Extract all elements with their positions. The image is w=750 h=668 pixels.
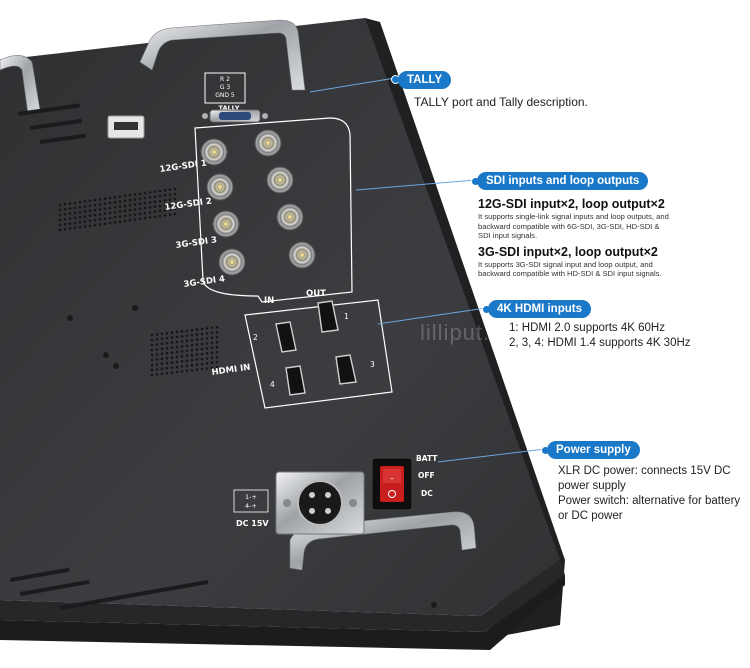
xlr-dc-connector bbox=[275, 471, 365, 535]
xlr-pinout-1: 1-+ bbox=[245, 493, 257, 501]
power-line-2: power supply bbox=[558, 480, 626, 492]
tally-pin-2: G 3 bbox=[220, 84, 231, 91]
usb-port bbox=[107, 115, 145, 139]
hdmi-port-1-label: 1 bbox=[344, 312, 349, 321]
bnc-in-3 bbox=[212, 210, 240, 238]
callout-leader-lines bbox=[309, 77, 546, 463]
bnc-in-1 bbox=[200, 138, 228, 166]
hdmi-ports bbox=[275, 300, 357, 396]
sdi-description: 12G-SDI input×2, loop output×2 It suppor… bbox=[478, 196, 718, 279]
power-switch: – bbox=[371, 457, 413, 511]
power-description: XLR DC power: connects 15V DC power supp… bbox=[558, 464, 740, 524]
power-off-label: OFF bbox=[418, 471, 435, 480]
xlr-pinout-box bbox=[233, 489, 269, 513]
panel-body bbox=[0, 18, 560, 616]
sdi-badge: SDI inputs and loop outputs bbox=[477, 172, 649, 190]
hdmi-port-2-label: 2 bbox=[253, 333, 258, 342]
tally-connector: R 2 G 3 GND 5 TALLY bbox=[202, 72, 268, 123]
power-line-1: XLR DC power: connects 15V DC bbox=[558, 465, 731, 477]
hdmi-line-1: 1: HDMI 2.0 supports 4K 60Hz bbox=[509, 322, 665, 334]
tally-pin-1: R 2 bbox=[220, 76, 230, 83]
bnc-in-4 bbox=[218, 248, 246, 276]
sdi-out-label: OUT bbox=[306, 289, 326, 299]
sdi-block-outline bbox=[194, 117, 353, 303]
bnc-in-2 bbox=[206, 173, 234, 201]
tally-description: TALLY port and Tally description. bbox=[414, 95, 588, 109]
tally-label: TALLY bbox=[219, 104, 240, 112]
hdmi-description: 1: HDMI 2.0 supports 4K 60Hz 2, 3, 4: HD… bbox=[509, 321, 691, 351]
bnc-out-4 bbox=[288, 241, 316, 269]
sdi-detail-12g-line2: backward compatible with 6G-SDI, 3G-SDI,… bbox=[478, 221, 660, 231]
power-badge: Power supply bbox=[547, 441, 640, 459]
sdi-in-label: IN bbox=[264, 296, 274, 306]
bnc-out-3 bbox=[276, 203, 304, 231]
sdi-detail-12g-line3: SDI input signals. bbox=[478, 231, 538, 240]
hdmi-badge: 4K HDMI inputs bbox=[488, 300, 591, 318]
watermark-text: lilliput.com bbox=[420, 320, 535, 345]
xlr-pinout-2: 4-+ bbox=[245, 502, 257, 510]
hdmi-line-2: 2, 3, 4: HDMI 1.4 supports 4K 30Hz bbox=[509, 337, 691, 349]
sdi-detail-3g-line1: It supports 3G-SDI signal input and loop… bbox=[478, 259, 653, 269]
speaker-grill-right bbox=[150, 325, 219, 377]
panel-bottom-lip bbox=[0, 560, 565, 632]
hdmi-port-4-label: 4 bbox=[270, 380, 275, 389]
svg-text:–: – bbox=[390, 474, 394, 483]
power-line-3: Power switch: alternative for battery bbox=[558, 495, 741, 507]
hdmi-block-outline bbox=[244, 299, 393, 409]
hdmi-port-3-label: 3 bbox=[370, 360, 375, 369]
sdi-heading-3g: 3G-SDI input×2, loop output×2 bbox=[478, 244, 658, 259]
power-line-4: or DC power bbox=[558, 510, 623, 522]
power-dc-label: DC bbox=[421, 489, 433, 498]
bnc-out-2 bbox=[266, 166, 294, 194]
top-handle bbox=[139, 19, 306, 91]
mounting-holes bbox=[67, 305, 437, 608]
vent-slots bbox=[9, 103, 209, 610]
speaker-grill-left bbox=[58, 187, 177, 232]
sdi-detail-3g-line2: backward compatible with HD-SDI & SDI in… bbox=[478, 269, 662, 278]
sdi-bnc-connectors bbox=[200, 129, 316, 276]
sdi-detail-12g-line1: It supports single-link signal inputs an… bbox=[478, 212, 669, 221]
sdi-heading-12g: 12G-SDI input×2, loop output×2 bbox=[478, 197, 665, 211]
tally-badge: TALLY bbox=[398, 71, 452, 89]
power-batt-label: BATT bbox=[416, 454, 438, 463]
dc-15v-label: DC 15V bbox=[236, 519, 269, 528]
bnc-out-1 bbox=[254, 129, 282, 157]
tally-pin-3: GND 5 bbox=[215, 92, 235, 99]
